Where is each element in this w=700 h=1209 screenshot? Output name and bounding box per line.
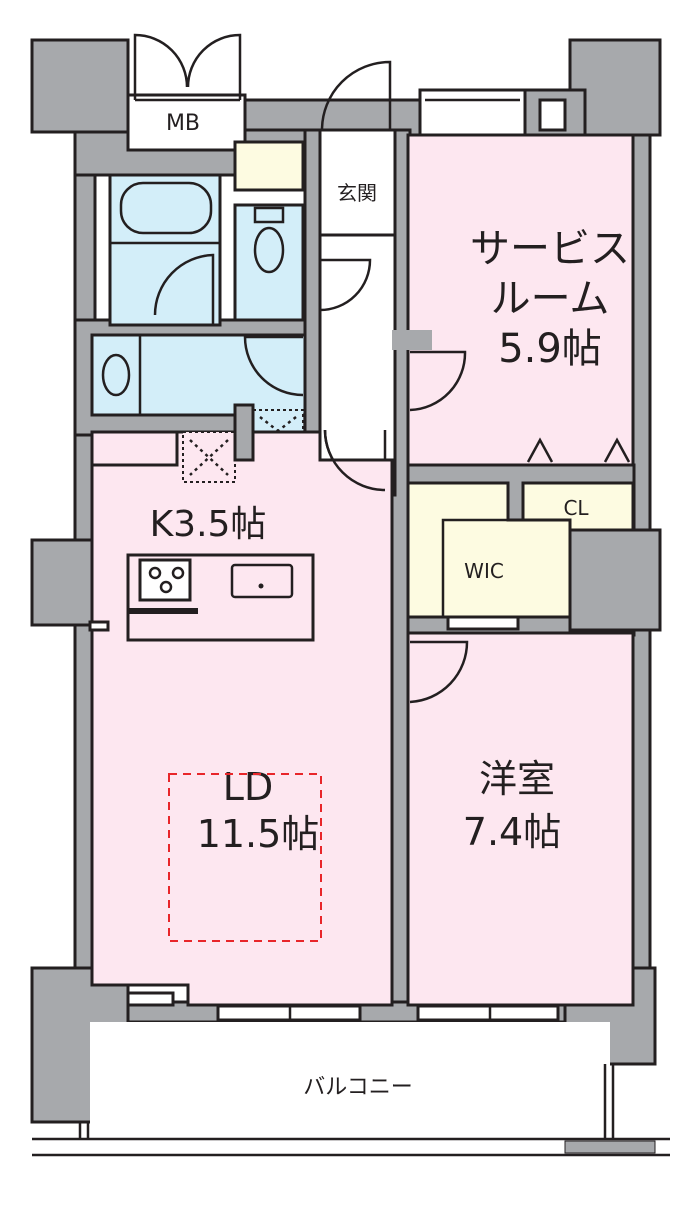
service-room-label-1: サービス [470,226,630,272]
sink-icon [230,563,294,599]
toilet-room [233,203,305,322]
service-room-size: 5.9帖 [498,326,602,372]
living-dining-label: LD [223,765,273,809]
floor-heating-area [168,773,322,942]
closet-label: CL [563,496,589,520]
corridor [318,233,397,497]
living-dining-size: 11.5帖 [197,812,320,856]
balcony-label: バルコニー [303,1075,413,1100]
door-washroom[interactable] [243,335,304,397]
shaft-top-right [538,98,567,132]
service-room [406,133,635,467]
western-room-label: 洋室 [479,757,555,801]
door-bathroom[interactable] [153,253,215,325]
front-door[interactable] [320,60,392,131]
balcony [90,1022,610,1137]
double-door-mb[interactable] [133,33,242,102]
meter-box [126,93,247,152]
walk-in-closet-label: WIC [464,559,504,583]
western-room [406,631,635,1007]
door-toilet-swing[interactable] [319,258,372,312]
entrance [318,128,397,237]
entrance-label: 玄関 [337,181,377,205]
washroom [90,333,307,417]
shoe-closet-left [233,140,305,192]
meter-box-label: MB [166,111,200,136]
walk-in-closet [406,481,572,619]
toilet-icon [253,226,285,274]
kitchen-label: K3.5帖 [150,504,267,545]
western-room-size: 7.4帖 [463,810,561,854]
door-kitchen[interactable] [323,429,386,492]
window-top-right [418,88,527,137]
door-western-room[interactable] [409,640,469,704]
column-mid-right [568,528,662,632]
stove-icon [138,558,192,602]
washbasin-icon [101,353,131,397]
window-western[interactable] [416,1004,560,1022]
column-top-left [30,38,130,134]
bathroom [108,173,222,327]
bathtub-icon [119,181,213,235]
door-service-room[interactable] [409,350,467,412]
service-room-label-2: ルーム [491,276,610,322]
balcony-railing [32,1137,670,1157]
